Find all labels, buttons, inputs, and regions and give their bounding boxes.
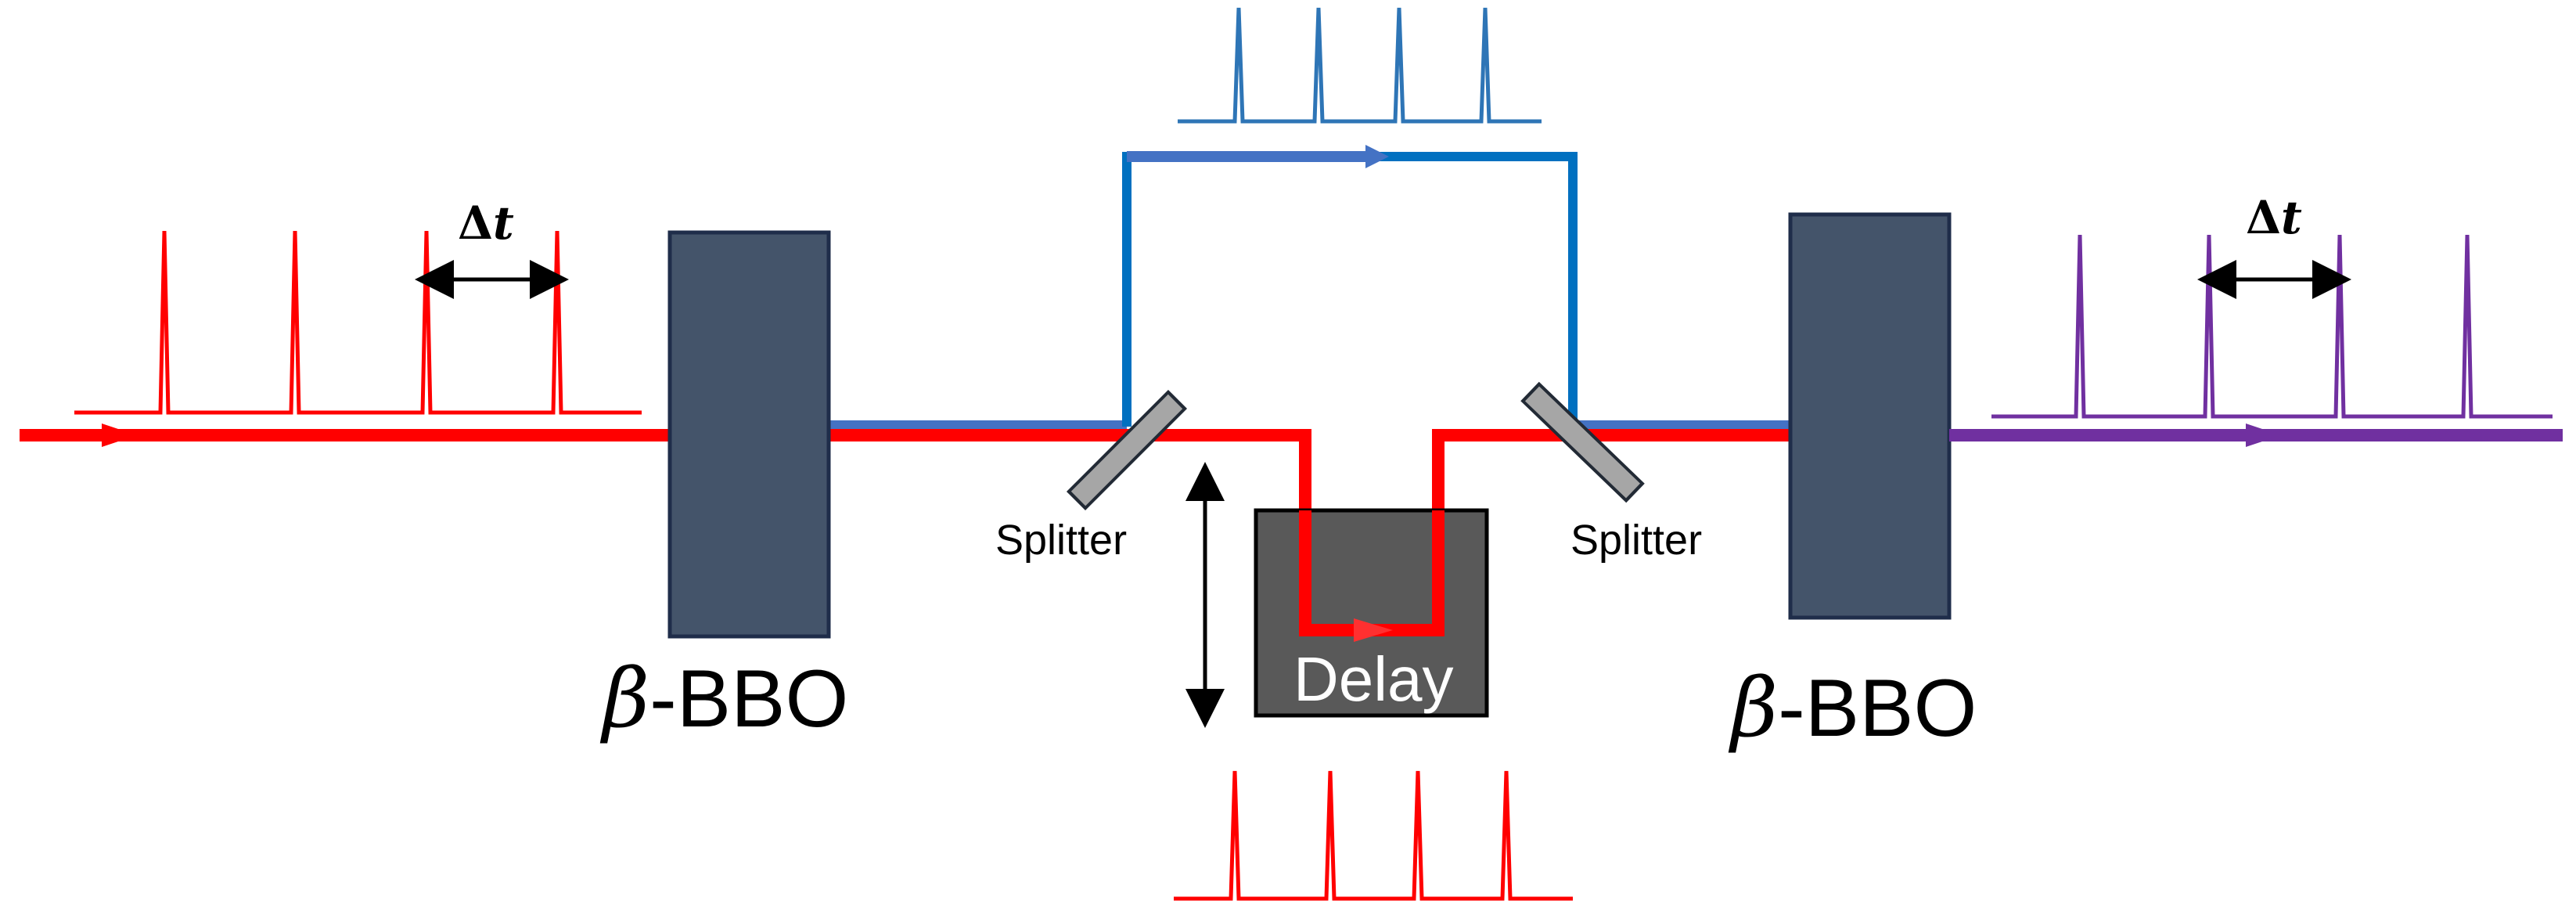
output-pulse-train: Δt	[1991, 191, 2553, 419]
bbo-crystal-right: β-BBO	[1728, 212, 1977, 755]
bbo-label-left: β-BBO	[599, 651, 848, 746]
bbo-crystal-left: β-BBO	[599, 230, 848, 746]
delay-stage: Delay	[1185, 462, 1489, 728]
splitter-plate-fill	[1524, 386, 1641, 499]
crystal-block	[667, 230, 831, 639]
splitter-plate-fill	[1070, 394, 1183, 506]
red-delayed-pulse-train	[1174, 770, 1573, 901]
output-beam	[1949, 423, 2563, 447]
upper-pulse-train	[1178, 7, 1542, 124]
delta-t-label: Δt	[2246, 191, 2302, 244]
splitter-label-right: Splitter	[1570, 517, 1702, 564]
delay-direction-arrow	[1354, 618, 1393, 642]
blue-direction-arrow	[1365, 145, 1389, 168]
upper-beam-path	[829, 145, 1792, 433]
bbo-label-right: β-BBO	[1728, 660, 1977, 755]
delay-label: Delay	[1293, 644, 1454, 714]
delta-t-label: Δt	[458, 196, 514, 250]
input-beam	[20, 423, 670, 447]
splitter-label-left: Splitter	[995, 517, 1127, 564]
red-direction-arrow	[102, 423, 137, 447]
blue-pulse-train	[1178, 7, 1542, 124]
blue-bypass-path	[1122, 152, 1578, 427]
red-pulse-train	[74, 230, 642, 415]
delay-box	[1254, 508, 1489, 718]
input-pulse-train: Δt	[74, 196, 642, 415]
purple-direction-arrow	[2246, 423, 2281, 447]
beam-splitter-left: Splitter	[995, 389, 1188, 564]
beam-splitter-right: Splitter	[1520, 381, 1702, 564]
crystal-block	[1788, 212, 1952, 620]
lower-pulse-train	[1174, 770, 1573, 901]
purple-pulse-train	[1991, 234, 2553, 419]
